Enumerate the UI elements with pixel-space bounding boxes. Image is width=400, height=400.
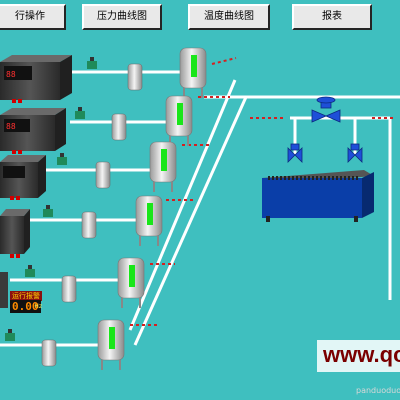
gate-valves [5, 57, 97, 341]
compressor-cabinets: 88 88 [0, 55, 72, 308]
collector-pipe [128, 79, 237, 331]
watermark-small: panduoduo [356, 386, 400, 395]
cabinet-3[interactable] [0, 155, 46, 198]
tank-2[interactable] [165, 95, 193, 146]
flow-arrows [130, 57, 395, 326]
treatment-pool [262, 170, 374, 222]
main-control-valve[interactable] [311, 96, 341, 123]
tank-3[interactable] [149, 141, 177, 192]
running-status-label: 运行报警 [10, 291, 42, 301]
control-valves [287, 96, 363, 163]
tank-1[interactable] [179, 47, 207, 98]
tank-6[interactable] [97, 319, 125, 370]
status-lamps [10, 99, 22, 258]
watermark-url: www.qc [317, 340, 400, 372]
frequency-readout: 0.00 [10, 300, 41, 313]
cabinet-2[interactable]: 88 [0, 108, 66, 151]
right-branch-valve[interactable] [347, 143, 363, 163]
cabinet-5[interactable] [0, 272, 8, 308]
cabinet-1[interactable]: 88 [0, 55, 72, 100]
pressure-curve-button[interactable]: 压力曲线图 [82, 4, 162, 30]
tank-4[interactable] [135, 195, 163, 246]
readout-unit: Hz [35, 303, 43, 310]
temperature-curve-button[interactable]: 温度曲线图 [188, 4, 270, 30]
filters [41, 63, 143, 367]
report-button[interactable]: 报表 [292, 4, 372, 30]
left-branch-valve[interactable] [287, 143, 303, 163]
storage-tanks [97, 47, 207, 370]
run-operation-button[interactable]: 行操作 [0, 4, 66, 30]
cabinet-4[interactable] [0, 209, 30, 254]
svg-text:88: 88 [6, 122, 16, 131]
tank-5[interactable] [117, 257, 145, 308]
svg-text:88: 88 [6, 70, 16, 79]
